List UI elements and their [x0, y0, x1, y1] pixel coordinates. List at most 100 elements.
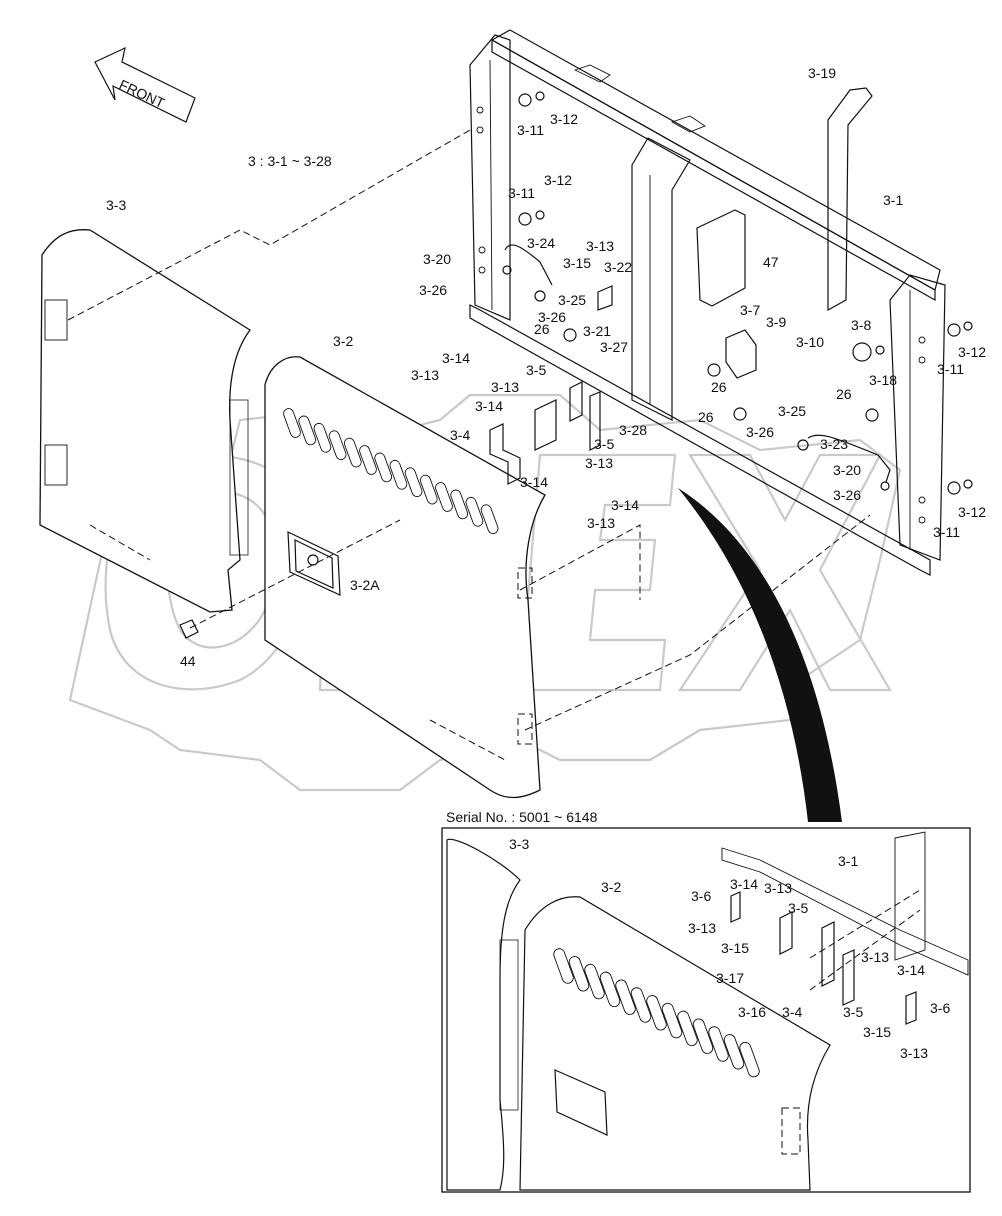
callout-label: 3-23 — [820, 436, 848, 452]
callout-label: 3-3 — [509, 836, 529, 852]
callout-label: 3-8 — [851, 317, 871, 333]
vent-slot — [692, 1018, 714, 1054]
callout-label: 3-4 — [450, 427, 470, 443]
callout-label: 3-20 — [833, 462, 861, 478]
zoom-arrow — [678, 488, 842, 822]
callout-label: 3-11 — [508, 185, 535, 201]
callout-label: 3-5 — [788, 900, 808, 916]
vent-slot — [359, 445, 377, 475]
callout-label: 3-3 — [106, 197, 126, 213]
vent-slot — [480, 504, 499, 535]
callout-label: 3-5 — [843, 1004, 863, 1020]
vent-slot — [739, 1041, 760, 1078]
range-label: 3 : 3-1 ~ 3-28 — [248, 153, 332, 169]
callout-label: 3-11 — [517, 122, 544, 138]
callout-label: 3-14 — [730, 876, 758, 892]
serial-label: Serial No. : 5001 ~ 6148 — [446, 809, 598, 825]
callout-label: 3-13 — [587, 515, 615, 531]
hardware-parts — [502, 91, 973, 495]
callout-label: 3-13 — [688, 920, 716, 936]
callout-label: 3-12 — [958, 344, 986, 360]
vent-slot — [646, 995, 667, 1031]
vent-slot — [708, 1026, 729, 1062]
callout-label: 26 — [836, 386, 852, 402]
callout-label: 3-25 — [558, 292, 586, 308]
vent-slot — [584, 963, 605, 1000]
callout-label: 3-13 — [585, 455, 613, 471]
callout-label: 3-13 — [861, 949, 889, 965]
strip-3-19 — [827, 87, 873, 312]
bolt-44 — [179, 619, 199, 639]
callout-label: 26 — [534, 321, 550, 337]
callout-label: 44 — [180, 653, 196, 669]
callout-label: 3-1 — [883, 192, 903, 208]
callout-label: 3-26 — [746, 424, 774, 440]
vent-slot — [568, 956, 590, 992]
callout-label: 3-16 — [738, 1004, 766, 1020]
callout-label: 3-12 — [958, 504, 986, 520]
vent-slot — [298, 415, 317, 446]
callout-label: 3-21 — [583, 323, 611, 339]
callout-label: 3-6 — [930, 1000, 950, 1016]
vent-slot — [404, 467, 423, 498]
vent-slot — [450, 489, 469, 520]
bracket-3-28 — [569, 381, 583, 422]
vent-slot — [374, 452, 393, 483]
vent-slot — [389, 459, 408, 490]
callout-label: 3-15 — [563, 255, 591, 271]
vent-slot — [723, 1034, 745, 1070]
callout-label: 3-14 — [520, 474, 548, 490]
callout-label: 3-2 — [601, 879, 621, 895]
callout-label: 47 — [763, 254, 779, 270]
rod-3-23 — [807, 434, 891, 483]
callout-label: 3-2A — [350, 577, 380, 593]
callout-label: 3-20 — [423, 251, 451, 267]
callout-label: 3-12 — [550, 111, 578, 127]
callout-label: 3-6 — [691, 888, 711, 904]
vent-slot — [615, 979, 636, 1015]
front-label: FRONT — [117, 76, 168, 111]
callout-label: 3-13 — [491, 379, 519, 395]
bracket-3-4 — [489, 423, 521, 485]
callout-label: 3-7 — [740, 302, 760, 318]
callout-label: 3-13 — [586, 238, 614, 254]
callout-label: 3-14 — [442, 350, 470, 366]
callout-label: 3-18 — [869, 372, 897, 388]
front-arrow: FRONT — [94, 46, 196, 123]
callout-label: 3-17 — [716, 970, 744, 986]
callout-label: 3-11 — [937, 361, 964, 377]
callout-label: 3-11 — [933, 524, 960, 540]
callout-label: 3-15 — [721, 940, 749, 956]
side-panel-3-3 — [39, 229, 251, 613]
callout-label: 3-14 — [611, 497, 639, 513]
vent-slot — [313, 422, 332, 453]
callout-label: 3-14 — [897, 962, 925, 978]
callout-label: 3-9 — [766, 314, 786, 330]
callout-label: 3-22 — [604, 259, 632, 275]
bracket-3-5 — [534, 399, 557, 451]
vent-slot — [419, 474, 438, 505]
door-vent-slots — [283, 408, 499, 535]
frame-assembly — [469, 29, 946, 576]
alignment-lines — [67, 129, 871, 761]
callout-label: 3-1 — [838, 853, 858, 869]
callout-label: 3-28 — [619, 422, 647, 438]
vent-slot — [328, 430, 347, 461]
callout-labels: 3-193-13-113-123-113-123-33-243-203-263-… — [106, 65, 986, 1061]
callout-label: 3-13 — [764, 880, 792, 896]
callout-label: 3-2 — [333, 333, 353, 349]
callout-label: 3-26 — [833, 487, 861, 503]
callout-label: 3-19 — [808, 65, 836, 81]
vent-slot — [465, 496, 484, 527]
callout-label: 3-13 — [411, 367, 439, 383]
vent-slot — [283, 408, 301, 438]
callout-label: 26 — [698, 409, 714, 425]
vent-slot — [630, 987, 652, 1023]
vent-slot — [553, 948, 574, 984]
callout-label: 3-14 — [475, 398, 503, 414]
vent-slot — [599, 971, 621, 1008]
inset-drawing — [446, 831, 969, 1191]
callout-label: 3-25 — [778, 403, 806, 419]
callout-label: 3-4 — [782, 1004, 802, 1020]
